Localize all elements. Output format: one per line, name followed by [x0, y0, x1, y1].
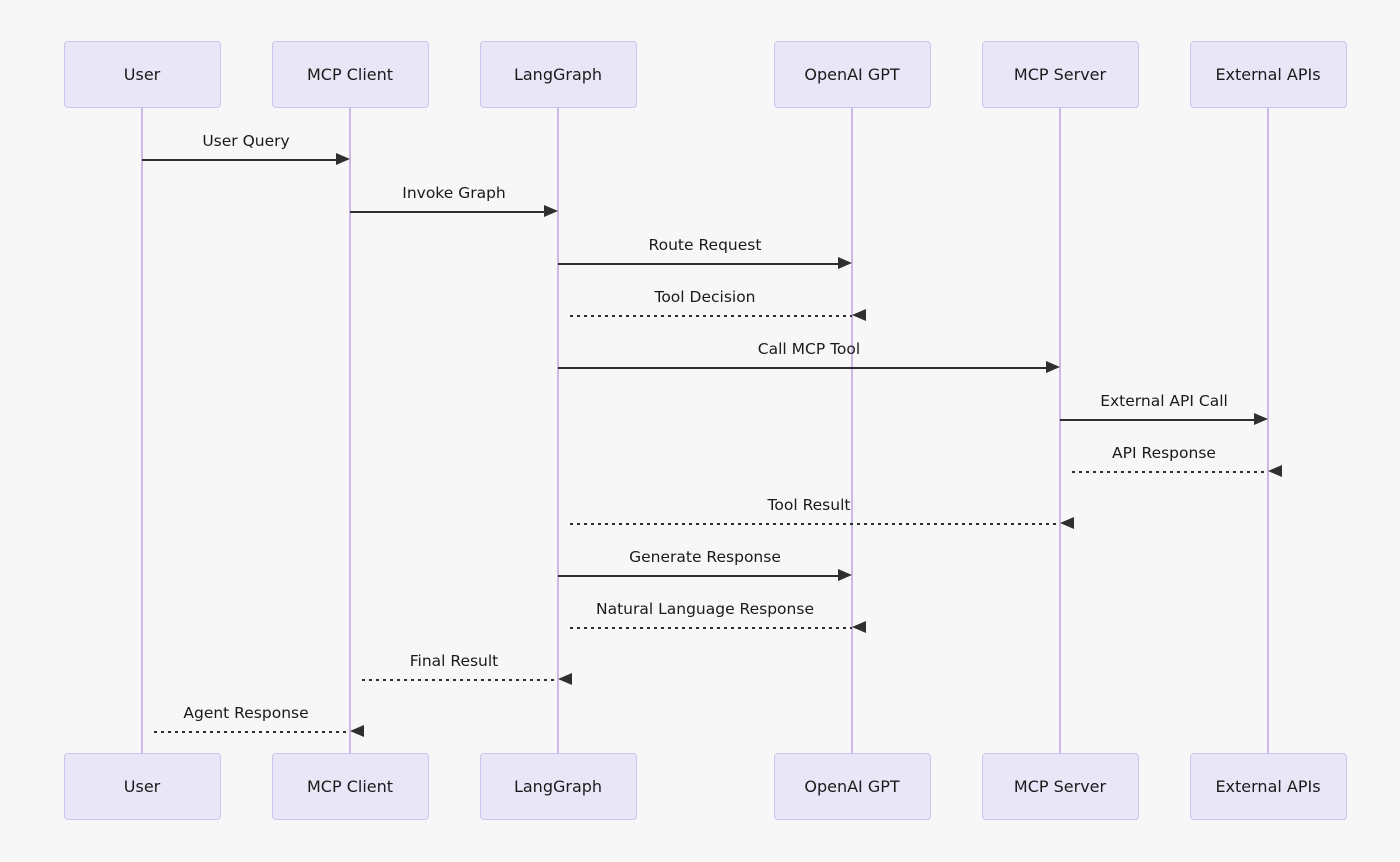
arrowhead-4 [852, 309, 866, 321]
actor-label-external-apis: External APIs [1215, 65, 1321, 84]
actor-bottom-langgraph: LangGraph [479, 753, 637, 820]
actor-label-langgraph: LangGraph [513, 65, 603, 84]
arrowhead-12 [350, 725, 364, 737]
arrowhead-6 [1254, 413, 1268, 425]
message-arrow-9 [558, 575, 840, 577]
arrowhead-11 [558, 673, 572, 685]
actor-label-mcp-server: MCP Server [1013, 65, 1107, 84]
message-label-11: Final Result [409, 652, 499, 670]
actor-label-openai-gpt: OpenAI GPT [804, 777, 900, 796]
message-arrow-2 [350, 211, 546, 213]
actor-top-mcp-client: MCP Client [271, 41, 429, 108]
arrowhead-10 [852, 621, 866, 633]
arrowhead-7 [1268, 465, 1282, 477]
actor-top-mcp-server: MCP Server [981, 41, 1139, 108]
message-arrow-5 [558, 367, 1048, 369]
actor-bottom-user: User [63, 753, 221, 820]
arrowhead-1 [336, 153, 350, 165]
message-arrow-1 [142, 159, 338, 161]
lifeline-langgraph [557, 108, 559, 753]
message-arrow-8 [570, 523, 1060, 525]
message-label-6: External API Call [1100, 392, 1228, 410]
actor-top-langgraph: LangGraph [479, 41, 637, 108]
lifeline-external-apis [1267, 108, 1269, 753]
actor-top-user: User [63, 41, 221, 108]
message-label-1: User Query [202, 132, 290, 150]
arrowhead-2 [544, 205, 558, 217]
message-arrow-4 [570, 315, 852, 317]
message-label-10: Natural Language Response [596, 600, 814, 618]
message-label-3: Route Request [648, 236, 762, 254]
actor-bottom-external-apis: External APIs [1189, 753, 1347, 820]
arrowhead-5 [1046, 361, 1060, 373]
actor-label-openai-gpt: OpenAI GPT [804, 65, 900, 84]
message-label-8: Tool Result [767, 496, 851, 514]
lifeline-user [141, 108, 143, 753]
actor-label-mcp-client: MCP Client [306, 65, 394, 84]
actor-bottom-mcp-server: MCP Server [981, 753, 1139, 820]
actor-label-mcp-server: MCP Server [1013, 777, 1107, 796]
message-label-5: Call MCP Tool [757, 340, 861, 358]
arrowhead-8 [1060, 517, 1074, 529]
actor-label-external-apis: External APIs [1215, 777, 1321, 796]
actor-label-user: User [123, 65, 161, 84]
message-label-4: Tool Decision [654, 288, 756, 306]
actor-label-mcp-client: MCP Client [306, 777, 394, 796]
arrowhead-3 [838, 257, 852, 269]
actor-label-user: User [123, 777, 161, 796]
actor-top-external-apis: External APIs [1189, 41, 1347, 108]
message-label-2: Invoke Graph [402, 184, 506, 202]
message-arrow-11 [362, 679, 558, 681]
message-arrow-7 [1072, 471, 1268, 473]
message-arrow-3 [558, 263, 840, 265]
message-arrow-12 [154, 731, 350, 733]
lifeline-openai-gpt [851, 108, 853, 753]
lifeline-mcp-server [1059, 108, 1061, 753]
actor-top-openai-gpt: OpenAI GPT [773, 41, 931, 108]
lifeline-mcp-client [349, 108, 351, 753]
message-arrow-6 [1060, 419, 1256, 421]
actor-bottom-mcp-client: MCP Client [271, 753, 429, 820]
message-arrow-10 [570, 627, 852, 629]
actor-label-langgraph: LangGraph [513, 777, 603, 796]
message-label-9: Generate Response [629, 548, 781, 566]
arrowhead-9 [838, 569, 852, 581]
message-label-12: Agent Response [183, 704, 309, 722]
actor-bottom-openai-gpt: OpenAI GPT [773, 753, 931, 820]
message-label-7: API Response [1112, 444, 1216, 462]
